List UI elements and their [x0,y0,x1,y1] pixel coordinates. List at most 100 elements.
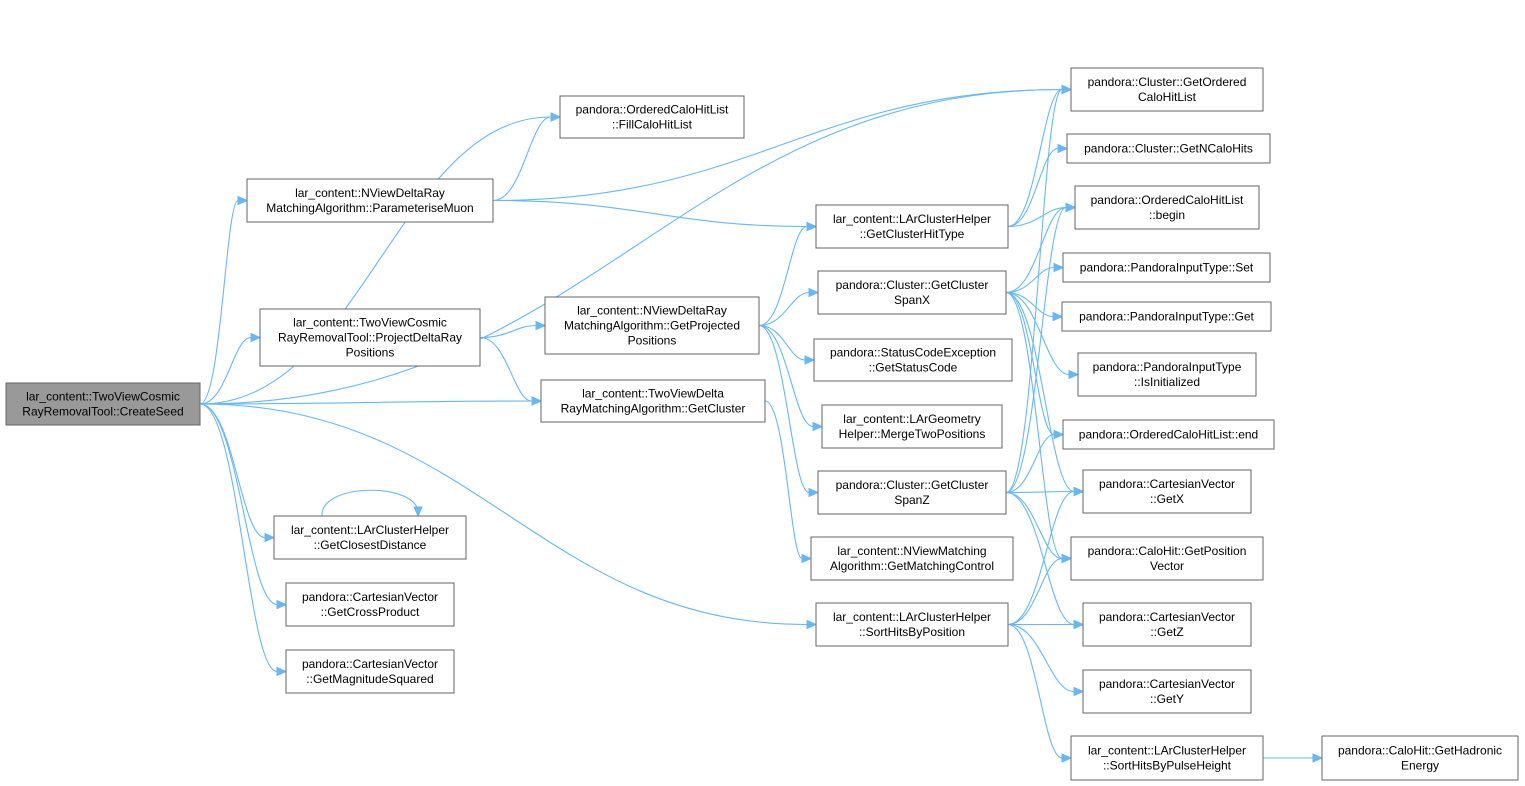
edge-n5-to-n13 [758,324,816,365]
node-box [1062,252,1271,283]
node-box [1082,602,1252,647]
node-pandora-cartesianvector-getcrossproduct[interactable]: pandora::CartesianVector::GetCrossProduc… [285,582,455,627]
node-box [544,296,760,355]
node-box [813,338,1013,382]
node-pandora-orderedcalohitlist-end[interactable]: pandora::OrderedCaloHitList::end [1062,419,1275,450]
node-pandora-orderedcalohitlist-fillcalohitlist[interactable]: pandora::OrderedCaloHitList::FillCaloHit… [559,95,745,139]
node-label-line: MatchingAlgorithm::GetProjected [564,319,740,333]
node-box [1061,301,1272,332]
node-label-line: ::IsInitialized [1134,375,1200,389]
node-label-line: pandora::CartesianVector [302,657,438,671]
edge-n15-to-n18 [1005,202,1077,494]
node-label-line: lar_content::NViewDeltaRay [295,186,445,200]
node-box [540,379,766,423]
edge-n27-to-n28 [1262,753,1324,763]
node-label-line: pandora::CaloHit::GetHadronic [1338,744,1502,758]
node-box [815,602,1009,647]
edge-n12-to-n24 [1005,291,1073,564]
node-lar-content-nviewdeltaraymatchingalgorithm-getprojectedpositions[interactable]: lar_content::NViewDeltaRayMatchingAlgori… [544,296,760,355]
node-pandora-pandorainputtype-set[interactable]: pandora::PandoraInputType::Set [1062,252,1271,283]
node-lar-content-twoviewcosmicrayremovaltool-createseed[interactable]: lar_content::TwoViewCosmicRayRemovalTool… [5,382,201,426]
node-label-line: pandora::CartesianVector [302,590,438,604]
call-graph-nodes: lar_content::TwoViewCosmicRayRemovalTool… [5,67,1519,781]
edge-n0-to-n8 [199,403,288,610]
node-pandora-orderedcalohitlist-begin[interactable]: pandora::OrderedCaloHitList::begin [1074,185,1260,230]
edge-n4-to-n5 [479,320,547,339]
edge-n10-to-n27 [1007,623,1073,763]
edge-n11-to-n18 [1007,202,1077,228]
node-lar-content-larclusterhelper-getclosestdistance[interactable]: lar_content::LArClusterHelper::GetCloses… [273,515,467,560]
node-label-line: ::begin [1149,208,1185,222]
node-label-line: ::GetZ [1150,625,1183,639]
edge-n0-to-n9 [199,403,288,677]
node-lar-content-larclusterhelper-sorthitsbypulseheight[interactable]: lar_content::LArClusterHelper::SortHitsB… [1070,735,1264,781]
node-label-line: Positions [346,346,395,360]
node-label-line: ::GetMagnitudeSquared [306,672,433,686]
node-label-line: lar_content::LArClusterHelper [833,212,991,226]
node-label-line: pandora::Cluster::GetCluster [836,478,989,492]
edge-n10-to-n24 [1007,553,1073,626]
node-pandora-pandorainputtype-isinitialized[interactable]: pandora::PandoraInputType::IsInitialized [1077,352,1257,397]
node-label-line: pandora::Cluster::GetNCaloHits [1084,142,1253,156]
node-pandora-cartesianvector-getmagnitudesquared[interactable]: pandora::CartesianVector::GetMagnitudeSq… [285,649,455,694]
edge-n11-to-n17 [1007,143,1069,228]
node-box [246,178,494,223]
node-label-line: ::GetClosestDistance [314,538,427,552]
node-label-line: ::SortHitsByPulseHeight [1103,759,1232,773]
node-label-line: lar_content::LArGeometry [843,412,980,426]
edge-n0-to-n6 [199,396,543,406]
node-pandora-cartesianvector-gety[interactable]: pandora::CartesianVector::GetY [1082,669,1252,714]
node-pandora-cartesianvector-getz[interactable]: pandora::CartesianVector::GetZ [1082,602,1252,647]
node-label-line: SpanZ [894,493,929,507]
node-label-line: pandora::CartesianVector [1099,477,1235,491]
node-label-line: ::GetX [1150,492,1184,506]
node-label-line: lar_content::LArClusterHelper [1088,744,1246,758]
node-box [1066,133,1271,164]
edge-n11-to-n3 [1007,84,1073,228]
edge-n15-to-n3 [1005,84,1073,494]
node-pandora-cluster-getncalohits[interactable]: pandora::Cluster::GetNCaloHits [1066,133,1271,164]
call-graph-edges [199,84,1324,763]
node-label-line: lar_content::NViewMatching [837,544,986,558]
node-box [1070,536,1264,581]
node-label-line: lar_content::TwoViewDelta [582,387,724,401]
edge-n0-to-n4 [199,332,262,405]
edge-n15-to-n22 [1005,429,1065,494]
node-box [1077,352,1257,397]
node-label-line: pandora::PandoraInputType::Set [1080,261,1254,275]
node-lar-content-twoviewcosmicrayremovaltool-projectdeltaraypositions[interactable]: lar_content::TwoViewCosmicRayRemovalTool… [259,308,481,367]
node-pandora-pandorainputtype-get[interactable]: pandora::PandoraInputType::Get [1061,301,1272,332]
node-lar-content-nviewmatchingalgorithm-getmatchingcontrol[interactable]: lar_content::NViewMatchingAlgorithm::Get… [810,536,1014,581]
node-label-line: SpanX [894,293,930,307]
node-pandora-cartesianvector-getx[interactable]: pandora::CartesianVector::GetX [1082,469,1252,514]
node-box [1082,669,1252,714]
node-box [815,204,1009,249]
node-box [1074,185,1260,230]
node-label-line: pandora::OrderedCaloHitList::end [1079,428,1258,442]
node-label-line: Helper::MergeTwoPositions [839,427,986,441]
node-label-line: Vector [1150,559,1184,573]
node-box [285,582,455,627]
node-label-line: pandora::OrderedCaloHitList [1091,193,1244,207]
node-label-line: Energy [1401,759,1439,773]
node-lar-content-larclusterhelper-getclusterhittype[interactable]: lar_content::LArClusterHelper::GetCluste… [815,204,1009,249]
edge-n10-to-n23 [1007,486,1085,626]
node-lar-content-nviewdeltaraymatchingalgorithm-parameterisemuon[interactable]: lar_content::NViewDeltaRayMatchingAlgori… [246,178,494,223]
node-pandora-statuscodeexception-getstatuscode[interactable]: pandora::StatusCodeException::GetStatusC… [813,338,1013,382]
edge-n1-to-n2 [492,112,562,202]
edge-n7-to-n7 [321,489,423,518]
edge-n15-to-n24 [1005,491,1073,564]
node-lar-content-largeometryhelper-mergetwopositions[interactable]: lar_content::LArGeometryHelper::MergeTwo… [821,404,1003,449]
node-box [259,308,481,367]
node-label-line: ::GetCrossProduct [321,605,420,619]
node-label-line: MatchingAlgorithm::ParameteriseMuon [266,201,473,215]
node-lar-content-twoviewdeltaraymatchingalgorithm-getcluster[interactable]: lar_content::TwoViewDeltaRayMatchingAlgo… [540,379,766,423]
node-lar-content-larclusterhelper-sorthitsbyposition[interactable]: lar_content::LArClusterHelper::SortHitsB… [815,602,1009,647]
node-label-line: pandora::StatusCodeException [830,346,996,360]
node-box [1070,67,1264,112]
